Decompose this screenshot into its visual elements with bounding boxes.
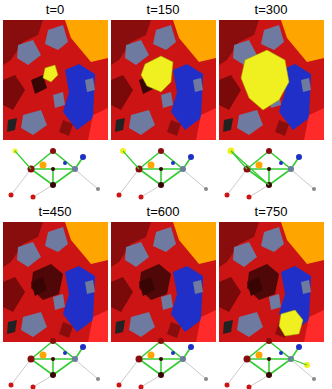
time-label: t=300 — [255, 3, 288, 17]
time-label: t=150 — [147, 3, 180, 17]
time-label: t=450 — [39, 205, 72, 219]
time-label: t=0 — [46, 3, 64, 17]
time-label: t=600 — [147, 205, 180, 219]
time-label: t=750 — [255, 205, 288, 219]
